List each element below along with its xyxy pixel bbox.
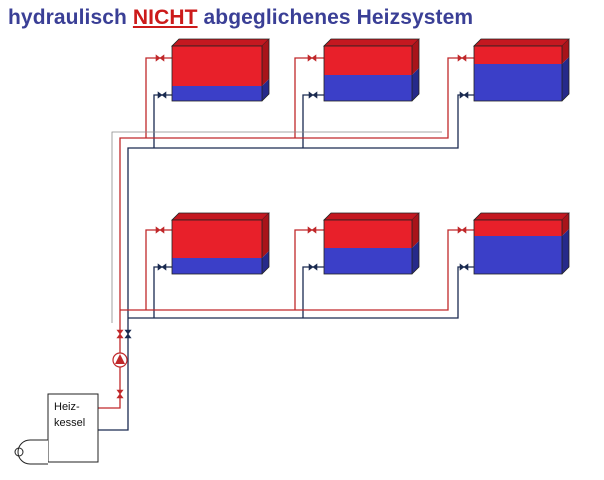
radiator-side-outline <box>261 39 270 102</box>
radiator-hot-zone <box>324 46 412 75</box>
supply-valve-icon <box>457 226 467 234</box>
supply-main-riser-outer <box>111 131 442 323</box>
title-emphasis: NICHT <box>132 6 198 29</box>
radiator-hot-zone <box>324 220 412 248</box>
return-valve-icon <box>459 263 469 271</box>
radiator <box>323 38 420 102</box>
return-valves <box>157 91 469 271</box>
radiator-side-cold <box>562 57 569 101</box>
radiator-side-outline <box>261 213 270 275</box>
radiator-side-hot <box>562 213 569 236</box>
radiator-side-outline <box>411 213 420 275</box>
radiator-top-face <box>171 38 270 47</box>
radiator <box>473 212 570 275</box>
radiator-outline <box>171 219 263 275</box>
supply-main-riser <box>98 57 474 409</box>
boiler-label-line2: kessel <box>54 417 85 429</box>
radiator-top-face <box>473 212 570 221</box>
boiler-body <box>47 393 99 463</box>
radiators <box>171 38 570 275</box>
supply-branch-top-2 <box>294 57 324 138</box>
supply-valve-icon <box>307 226 317 234</box>
radiator-side-hot <box>262 213 269 258</box>
radiator <box>473 38 570 102</box>
supply-valve-icon <box>307 54 317 62</box>
boiler: Heiz- kessel <box>14 393 99 465</box>
radiator-side-outline <box>561 213 570 275</box>
supply-valve-icon <box>155 54 165 62</box>
return-shutoff-valve-icon <box>124 329 132 339</box>
radiator-top-face <box>171 212 270 221</box>
radiator-outline <box>323 219 413 275</box>
radiator-outline <box>473 45 563 102</box>
return-valve-icon <box>308 91 318 99</box>
radiator-side-hot <box>412 213 419 248</box>
supply-shutoff-valve-icon <box>116 329 124 339</box>
circulation-pump-icon <box>112 352 128 368</box>
boiler-valve-icon <box>116 389 124 399</box>
radiator-outline <box>473 219 563 275</box>
radiator <box>171 38 270 102</box>
radiator-top-face <box>473 38 570 47</box>
radiator-side-hot <box>562 39 569 64</box>
supply-branch-top-1 <box>145 57 172 138</box>
title-suffix: abgeglichenes Heizsystem <box>197 6 474 29</box>
supply-valve-icon <box>155 226 165 234</box>
radiator <box>323 212 420 275</box>
radiator-outline <box>323 45 413 102</box>
supply-branch-bottom-1 <box>145 229 172 310</box>
supply-valve-icon <box>457 54 467 62</box>
diagram-title: hydraulisch NICHT abgeglichenes Heizsyst… <box>8 6 473 30</box>
supply-valves <box>155 54 467 234</box>
radiator-hot-zone <box>474 220 562 236</box>
return-branch-top-2 <box>302 94 324 148</box>
return-valve-icon <box>308 263 318 271</box>
radiator <box>171 212 270 275</box>
radiator-side-outline <box>411 39 420 102</box>
radiator-top-face <box>323 38 420 47</box>
supply-pipes-outer <box>111 131 442 323</box>
return-valve-icon <box>459 91 469 99</box>
burner-fan-icon <box>14 439 48 465</box>
radiator-hot-zone <box>172 46 262 86</box>
radiator-side-hot <box>262 39 269 86</box>
radiator-side-cold <box>412 68 419 101</box>
supply-branch-bottom-2 <box>294 229 324 310</box>
return-valve-icon <box>157 91 167 99</box>
radiator-side-outline <box>561 39 570 102</box>
title-prefix: hydraulisch <box>8 6 133 29</box>
radiator-outline <box>171 45 263 102</box>
return-valve-icon <box>157 263 167 271</box>
radiator-side-cold <box>412 241 419 274</box>
radiator-hot-zone <box>172 220 262 258</box>
return-branch-top-1 <box>153 94 172 148</box>
radiator-hot-zone <box>474 46 562 64</box>
boiler-label-line1: Heiz- <box>54 401 80 413</box>
radiator-side-hot <box>412 39 419 75</box>
radiator-side-cold <box>562 229 569 274</box>
main-shutoff-valves <box>116 329 132 399</box>
radiator-top-face <box>323 212 420 221</box>
